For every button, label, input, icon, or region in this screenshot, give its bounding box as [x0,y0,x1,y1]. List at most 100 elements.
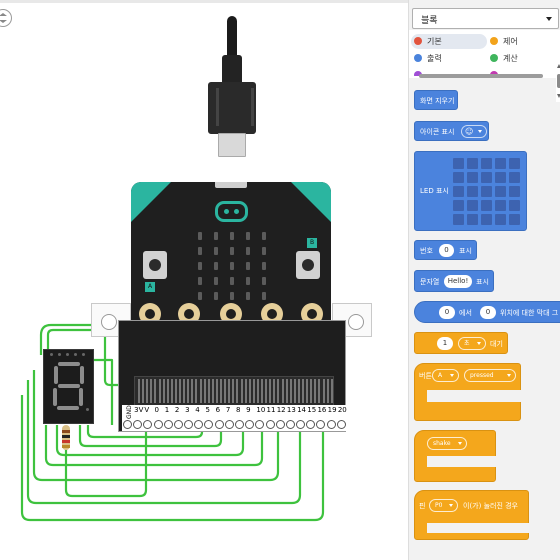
toolbox-category-select[interactable]: 블록 [412,8,559,29]
pad-gnd[interactable] [301,303,323,325]
show-string-input[interactable]: Hello! [444,275,472,288]
connector-tooth [293,379,296,403]
pin-hole[interactable] [265,420,275,429]
category-output[interactable]: 출력 [411,51,487,66]
led-editor-cell[interactable] [467,200,478,211]
microbit-logo-icon[interactable] [215,201,248,222]
block-show-icon[interactable]: 아이콘 표시 ☺ [414,121,489,141]
pin-hole[interactable] [214,420,224,429]
pin-hole[interactable] [173,420,183,429]
pin-hole[interactable] [326,420,336,429]
led-editor-cell[interactable] [453,172,464,183]
pin-hole[interactable] [123,420,132,429]
resistor[interactable] [62,425,70,450]
led-editor-cell[interactable] [467,172,478,183]
pin-hole[interactable] [255,420,265,429]
pin-label: 6 [215,406,221,414]
pin-hole[interactable] [163,420,173,429]
scroll-down-icon[interactable] [557,94,560,98]
gesture-dropdown[interactable]: shake [427,437,467,450]
pause-unit-dropdown[interactable]: 초 [458,337,486,350]
show-number-input[interactable]: 0 [439,244,454,257]
led-editor-cell[interactable] [509,158,520,169]
pin-dot [58,353,61,356]
led-editor-cell[interactable] [495,200,506,211]
pin-hole[interactable] [285,420,295,429]
led-editor-cell[interactable] [495,214,506,225]
category-control[interactable]: 제어 [487,34,551,49]
scroll-up-icon[interactable] [557,64,560,68]
pad-3v[interactable] [261,303,283,325]
plot-y-input[interactable]: 0 [480,306,496,319]
pin-hole[interactable] [153,420,163,429]
led-editor-cell[interactable] [509,214,520,225]
pin-hole[interactable] [245,420,255,429]
microbit-button-b[interactable] [296,251,320,279]
pin-hole[interactable] [306,420,316,429]
block-on-button-pressed[interactable]: 버튼 A pressed [414,363,523,421]
block-show-leds[interactable]: LED 표시 [414,151,527,231]
led-editor-cell[interactable] [453,186,464,197]
led-editor-cell[interactable] [453,158,464,169]
button-select-dropdown[interactable]: A [432,369,459,382]
block-on-pin-pressed[interactable]: 핀 P0 이(가) 눌러진 경우 [414,490,533,540]
block-show-number[interactable]: 번호 0 표시 [414,240,477,260]
led-editor-cell[interactable] [453,200,464,211]
category-basic[interactable]: 기본 [411,34,487,49]
led-editor-cell[interactable] [481,172,492,183]
pin-hole[interactable] [204,420,214,429]
led-editor-cell[interactable] [495,158,506,169]
pin-hole[interactable] [133,420,143,429]
statement-slot[interactable] [427,390,523,402]
pin-hole[interactable] [316,420,326,429]
category-math[interactable]: 계산 [487,51,551,66]
pin-hole[interactable] [275,420,285,429]
plot-x-input[interactable]: 0 [439,306,455,319]
block-pause[interactable]: 1 초 대기 [414,332,508,354]
statement-slot[interactable] [427,456,499,467]
pin-hole[interactable] [235,420,244,429]
pin-dropdown[interactable]: P0 [429,499,458,512]
led-editor-cell[interactable] [481,214,492,225]
led-editor-cell[interactable] [481,158,492,169]
led-editor-cell[interactable] [481,186,492,197]
statement-slot[interactable] [427,523,533,533]
pin-hole[interactable] [224,420,234,429]
pad-2[interactable] [220,303,242,325]
icon-picker-dropdown[interactable]: ☺ [461,125,487,138]
led-editor-cell[interactable] [509,200,520,211]
seven-segment-display[interactable] [43,349,94,424]
pin-hole[interactable] [184,420,194,429]
pad-1[interactable] [178,303,200,325]
led-editor-cell[interactable] [467,158,478,169]
pin-hole[interactable] [296,420,306,429]
connector-tooth [158,379,161,403]
connector-tooth [277,379,280,403]
category-scrollbar-thumb[interactable] [557,74,560,88]
pause-input[interactable]: 1 [437,337,453,350]
led-editor-cell[interactable] [467,214,478,225]
category-horizontal-scrollbar[interactable] [419,74,543,78]
led-editor-cell[interactable] [495,186,506,197]
microbit-button-a[interactable] [143,251,167,279]
led-editor-cell[interactable] [509,186,520,197]
pad-0[interactable] [139,303,161,325]
led-editor-cell[interactable] [481,200,492,211]
pin-hole[interactable] [336,420,346,429]
connector-tooth [228,379,231,403]
block-clear-screen[interactable]: 화면 지우기 [414,90,458,110]
block-plot-bar-graph[interactable]: 0 에서 0 위치에 대한 막대 그 [414,301,560,323]
block-show-string[interactable]: 문자열 Hello! 표시 [414,270,494,292]
block-on-gesture[interactable]: shake [414,430,499,482]
connector-tooth [150,379,153,403]
pin-hole[interactable] [143,420,153,429]
pin-hole[interactable] [194,420,204,429]
fullscreen-toggle-icon[interactable] [0,9,12,27]
usb-plug[interactable] [208,82,256,134]
button-event-dropdown[interactable]: pressed [464,369,516,382]
led-editor-cell[interactable] [509,172,520,183]
led-editor-cell[interactable] [495,172,506,183]
led-editor-cell[interactable] [453,214,464,225]
led-editor-cell[interactable] [467,186,478,197]
